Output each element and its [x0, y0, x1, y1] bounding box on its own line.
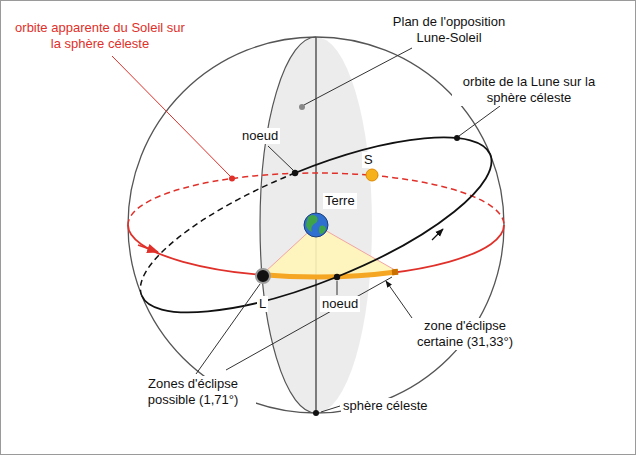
node-dot — [292, 170, 298, 176]
leader-line — [321, 406, 340, 412]
opposition-plane — [260, 37, 372, 413]
label: orbite de la Lune sur la sphère céleste — [452, 74, 606, 106]
celestial-sphere — [128, 37, 504, 413]
earth-land — [306, 215, 326, 234]
moon — [256, 269, 270, 283]
sun — [366, 169, 378, 181]
label: noeud — [240, 128, 280, 144]
label: noeud — [320, 296, 360, 312]
certain-eclipse-arc — [262, 272, 398, 277]
orbit-dot — [454, 135, 460, 141]
eclipse-sector — [262, 225, 398, 277]
leader-line — [268, 146, 293, 170]
leader-line — [304, 48, 412, 105]
label: Terre — [323, 193, 357, 209]
plane-dot — [299, 104, 305, 110]
label: Plan de l'opposition Lune-Soleil — [382, 14, 516, 46]
moon-direction-arrow — [432, 229, 443, 240]
label: S — [362, 152, 375, 168]
earth — [304, 213, 328, 237]
label: Zones d'éclipse possible (1,71°) — [130, 376, 256, 408]
label: orbite apparente du Soleil sur la sphère… — [8, 20, 192, 52]
possible-eclipse-zone — [392, 269, 398, 276]
leader-arrow — [386, 281, 412, 318]
leader-line — [459, 106, 500, 136]
leader-line — [337, 281, 338, 295]
node-dot — [334, 274, 340, 280]
ecliptic-dot — [229, 176, 235, 182]
label: L — [257, 296, 268, 312]
moon-orbit-front — [142, 137, 492, 312]
leader-line — [112, 56, 230, 176]
sun-direction-arrow — [138, 245, 158, 252]
moon-orbit-back — [140, 173, 295, 296]
leader-line — [196, 284, 260, 374]
label: zone d'éclipse certaine (31,33°) — [400, 318, 530, 350]
leader-line — [226, 277, 392, 370]
label: sphère céleste — [341, 398, 430, 414]
sphere-dot — [313, 410, 319, 416]
